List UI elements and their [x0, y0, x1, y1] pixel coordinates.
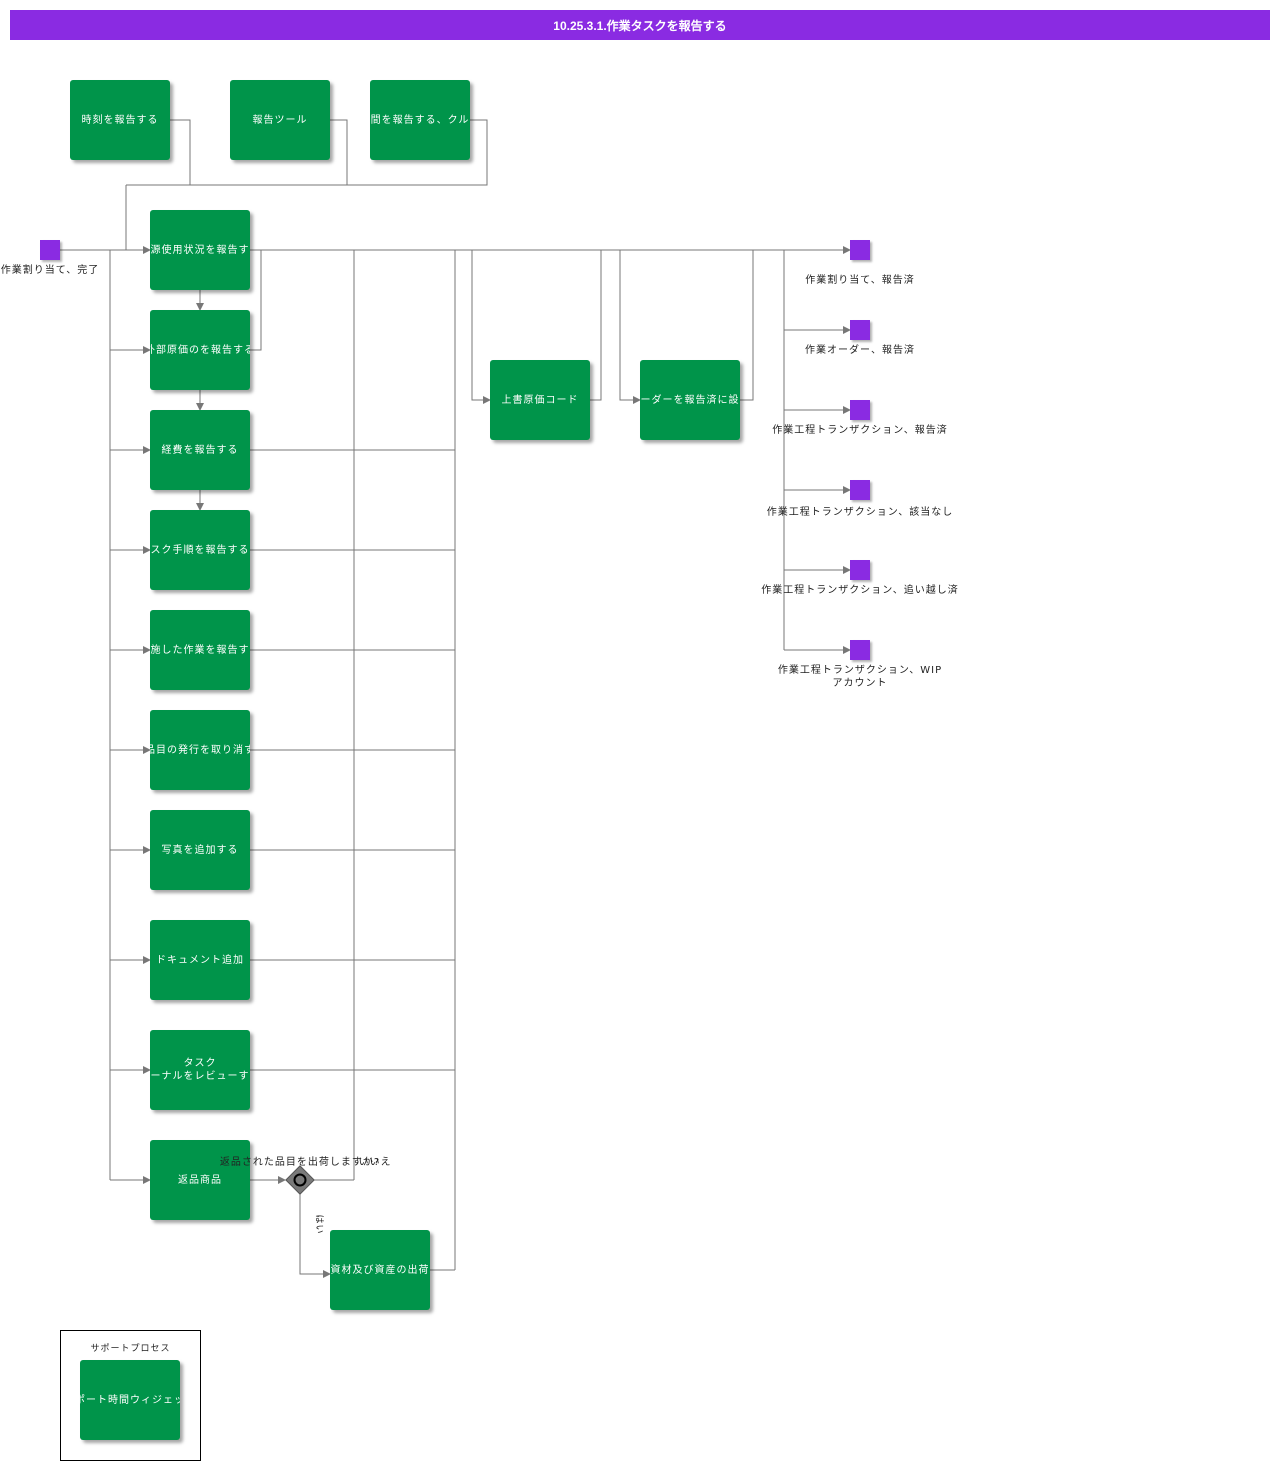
task-task-steps[interactable]: スク手順を報告する [150, 510, 250, 590]
task-expenses[interactable]: 経費を報告する [150, 410, 250, 490]
end-event-label: 作業オーダー、報告済 [805, 345, 915, 356]
end-event-transaction-reported[interactable] [850, 400, 870, 420]
end-event-assignment-reported[interactable] [850, 240, 870, 260]
task-cancel-issue[interactable]: 品目の発行を取り消す [150, 710, 250, 790]
support-process-title: サポートプロセス [90, 1344, 171, 1354]
end-event-label: 作業工程トランザクション、報告済 [772, 425, 948, 436]
task-overwrite-cost-code[interactable]: 上書原価コード [490, 360, 590, 440]
task-add-document[interactable]: ドキュメント追加 [150, 920, 250, 1000]
end-event-label: 作業工程トランザクション、WIP アカウント [777, 665, 943, 689]
task-add-photo[interactable]: 写真を追加する [150, 810, 250, 890]
task-review-journal[interactable]: タスク ーナルをレビューす [150, 1030, 250, 1110]
start-event[interactable] [40, 240, 60, 260]
task-ship-material[interactable]: 資材及び資産の出荷 [330, 1230, 430, 1310]
tool-report-time[interactable]: 時刻を報告する [70, 80, 170, 160]
support-time-widget[interactable]: ポート時間ウィジェッ [80, 1360, 180, 1440]
start-event-label: 作業割り当て、完了 [0, 265, 100, 276]
end-event-transaction-overtaken[interactable] [850, 560, 870, 580]
gateway-yes-label: はい [313, 1214, 324, 1235]
tool-report-tool[interactable]: 報告ツール [230, 80, 330, 160]
end-event-label: 作業工程トランザクション、該当なし [766, 507, 954, 518]
end-event-transaction-wip[interactable] [850, 640, 870, 660]
gateway-question: 返品された品目を出荷しますか? [219, 1157, 381, 1168]
task-outside-cost[interactable]: 外部原価のを報告する [150, 310, 250, 390]
task-resource-usage[interactable]: 源使用状況を報告す [150, 210, 250, 290]
end-event-order-reported[interactable] [850, 320, 870, 340]
end-event-transaction-na[interactable] [850, 480, 870, 500]
gateway-no-label: いいえ [358, 1157, 392, 1168]
tool-report-crew[interactable]: 間を報告する、クル [370, 80, 470, 160]
end-event-label: 作業工程トランザクション、追い越し済 [761, 585, 959, 596]
diagram-title: 10.25.3.1.作業タスクを報告する [10, 10, 1270, 40]
exclusive-gateway[interactable] [285, 1165, 315, 1195]
end-event-label: 作業割り当て、報告済 [805, 275, 915, 286]
task-return-item[interactable]: 返品商品 [150, 1140, 250, 1220]
support-process-panel: サポートプロセス ポート時間ウィジェッ [60, 1330, 201, 1461]
task-set-reported[interactable]: ーダーを報告済に設 [640, 360, 740, 440]
task-work-done[interactable]: 施した作業を報告す [150, 610, 250, 690]
